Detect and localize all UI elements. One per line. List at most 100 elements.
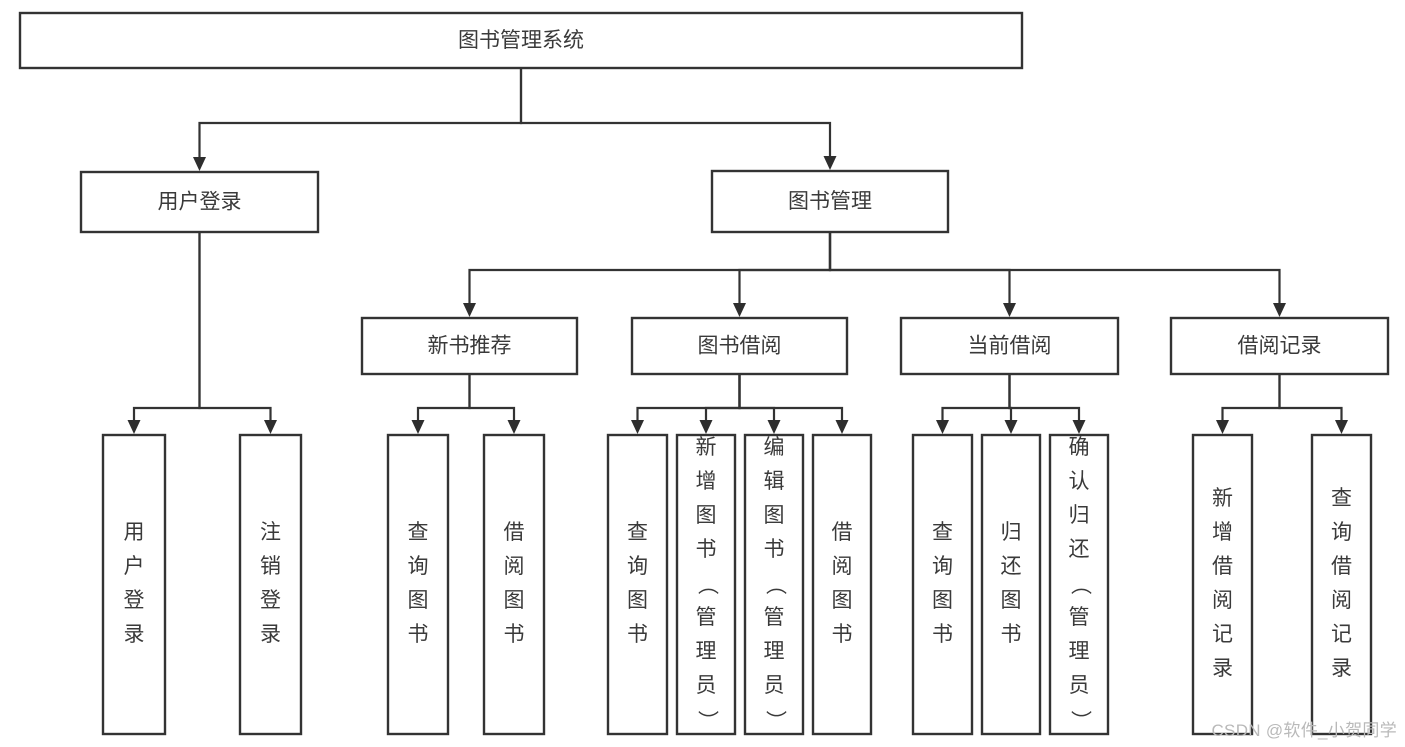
node-box[interactable] <box>911 433 974 736</box>
node-box[interactable] <box>1310 433 1373 736</box>
node-label-char: 询 <box>627 555 648 578</box>
node-box[interactable] <box>101 433 167 736</box>
node-label-char: 增 <box>1212 521 1233 544</box>
node-label-char: （ <box>695 574 718 595</box>
node-login[interactable]: 用户登录 <box>79 170 320 234</box>
node-box[interactable] <box>1048 433 1110 736</box>
node-label-char: 理 <box>1069 640 1090 663</box>
node-label-char: 阅 <box>1331 589 1352 612</box>
node-label-char: 查 <box>408 521 429 544</box>
node-root[interactable]: 图书管理系统 <box>18 11 1024 70</box>
node-label-char: 阅 <box>832 555 853 578</box>
node-label-char: 查 <box>627 521 648 544</box>
node-box[interactable] <box>675 433 737 736</box>
connector-newbook-to-leaf_new_2 <box>468 374 521 434</box>
node-box[interactable] <box>630 316 849 376</box>
node-label-char: 图 <box>932 589 953 612</box>
connector-root-to-bookmgmt <box>519 68 837 170</box>
node-label-char: 录 <box>260 623 281 646</box>
connector-bookmgmt-to-borrow <box>733 232 832 317</box>
node-label: 图书管理系统 <box>458 29 584 52</box>
node-newbook[interactable]: 新书推荐 <box>360 316 579 376</box>
node-label-char: （ <box>1068 574 1091 595</box>
node-label-char: ） <box>695 710 718 731</box>
node-label-char: 图 <box>764 504 785 527</box>
connector-bookmgmt-to-newbook <box>463 232 832 317</box>
node-label-char: 借 <box>504 521 525 544</box>
connector-record-to-leaf_rec_2 <box>1278 374 1348 434</box>
node-box[interactable] <box>1191 433 1254 736</box>
node-label-char: 录 <box>1331 657 1352 680</box>
node-borrow[interactable]: 图书借阅 <box>630 316 849 376</box>
node-leaf_login_1[interactable]: 用户登录 <box>101 433 167 736</box>
node-label-char: ） <box>763 710 786 731</box>
node-box[interactable] <box>899 316 1120 376</box>
connector-root-to-login <box>193 68 523 171</box>
node-box[interactable] <box>79 170 320 234</box>
node-box[interactable] <box>811 433 873 736</box>
node-box[interactable] <box>238 433 303 736</box>
node-label-char: 书 <box>1001 623 1022 646</box>
nodes-layer: 图书管理系统用户登录图书管理新书推荐图书借阅当前借阅借阅记录用户登录注销登录查询… <box>18 11 1390 736</box>
node-label-char: 新 <box>1212 487 1233 510</box>
node-label-char: 借 <box>832 521 853 544</box>
node-label-char: 理 <box>764 640 785 663</box>
node-box[interactable] <box>360 316 579 376</box>
node-box[interactable] <box>1169 316 1390 376</box>
connector-borrow-to-leaf_bor_3 <box>738 374 781 434</box>
node-box[interactable] <box>482 433 546 736</box>
node-label-char: 还 <box>1001 555 1022 578</box>
node-label-char: 书 <box>408 623 429 646</box>
node-label-char: 登 <box>260 589 281 612</box>
node-label: 图书管理 <box>788 190 872 213</box>
node-box[interactable] <box>606 433 669 736</box>
node-label-char: 员 <box>1069 674 1090 697</box>
node-label-char: 归 <box>1001 521 1022 544</box>
connector-login-to-leaf_login_2 <box>198 232 277 434</box>
node-label-char: 书 <box>764 538 785 561</box>
node-current[interactable]: 当前借阅 <box>899 316 1120 376</box>
node-label-char: 查 <box>1331 487 1352 510</box>
node-label-char: 员 <box>764 674 785 697</box>
node-label-char: 书 <box>627 623 648 646</box>
node-label-char: 管 <box>696 606 717 629</box>
node-bookmgmt[interactable]: 图书管理 <box>710 169 950 234</box>
node-label-char: 图 <box>504 589 525 612</box>
node-box[interactable] <box>18 11 1024 70</box>
node-label-char: 图 <box>832 589 853 612</box>
node-label-char: 询 <box>408 555 429 578</box>
node-box[interactable] <box>980 433 1042 736</box>
node-box[interactable] <box>710 169 950 234</box>
node-label-char: 图 <box>1001 589 1022 612</box>
node-box[interactable] <box>743 433 805 736</box>
node-label-char: 增 <box>696 470 717 493</box>
node-record[interactable]: 借阅记录 <box>1169 316 1390 376</box>
node-label-char: 借 <box>1331 555 1352 578</box>
node-label: 用户登录 <box>158 191 242 214</box>
connector-current-to-leaf_cur_1 <box>936 374 1011 434</box>
node-label-char: 录 <box>124 623 145 646</box>
connectors-layer <box>127 68 1348 434</box>
node-label-char: 管 <box>764 606 785 629</box>
node-label-char: 阅 <box>1212 589 1233 612</box>
connector-bookmgmt-to-current <box>828 232 1016 317</box>
node-label-char: 新 <box>696 436 717 459</box>
node-box[interactable] <box>386 433 450 736</box>
connector-borrow-to-leaf_bor_1 <box>631 374 741 434</box>
connector-current-to-leaf_cur_3 <box>1008 374 1086 434</box>
node-label-char: 归 <box>1069 504 1090 527</box>
node-label: 图书借阅 <box>698 335 782 358</box>
node-label-char: 询 <box>1331 521 1352 544</box>
